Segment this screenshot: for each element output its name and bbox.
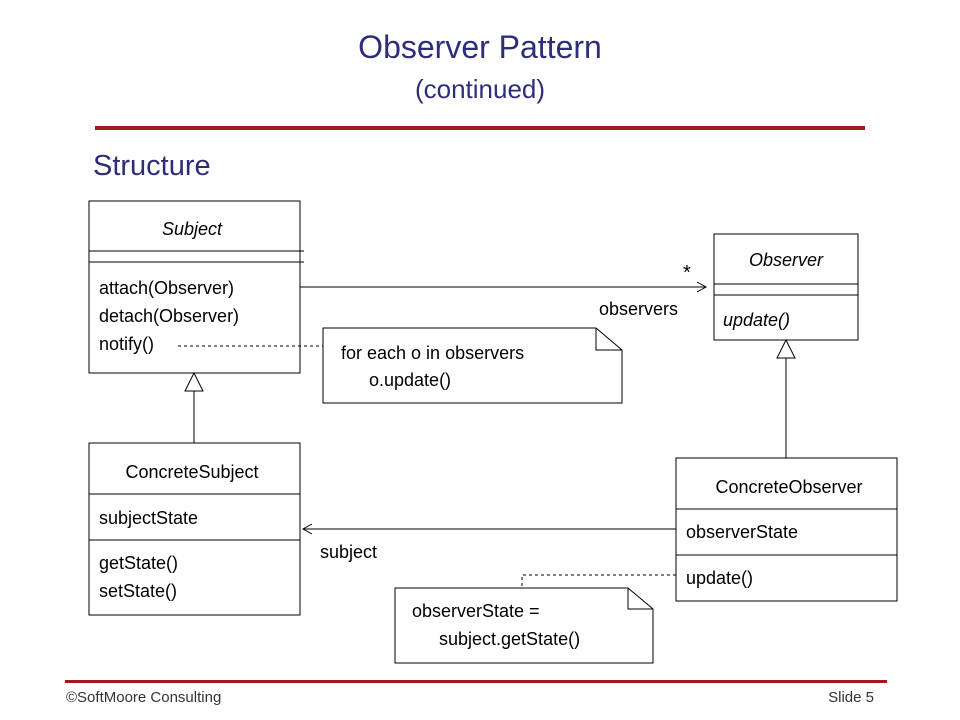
multiplicity-label: * <box>683 262 691 284</box>
class-concrete-subject-attribute: subjectState <box>99 508 198 528</box>
class-concrete-subject-method: setState() <box>99 581 177 601</box>
class-concrete-subject: ConcreteSubject subjectState getState() … <box>88 442 301 616</box>
generalization-observer <box>776 338 796 458</box>
note-update-line: observerState = <box>412 601 540 621</box>
class-concrete-observer: ConcreteObserver observerState update() <box>675 457 898 602</box>
class-subject-method: attach(Observer) <box>99 278 234 298</box>
class-concrete-observer-attribute: observerState <box>686 522 798 542</box>
note-notify-line: o.update() <box>369 370 451 390</box>
role-subject-label: subject <box>320 542 377 562</box>
slide-title: Observer Pattern <box>358 29 602 65</box>
note-update-line: subject.getState() <box>439 629 580 649</box>
class-observer: Observer update() <box>713 233 859 341</box>
class-subject-method: notify() <box>99 334 154 354</box>
class-observer-name: Observer <box>749 250 824 270</box>
association-subject: subject <box>301 523 676 562</box>
title-divider <box>95 126 865 130</box>
footer-divider <box>65 680 887 683</box>
note-update: observerState = subject.getState() <box>394 574 676 664</box>
footer-copyright: ©SoftMoore Consulting <box>66 689 222 706</box>
generalization-subject <box>184 371 204 443</box>
footer-slide-number: Slide 5 <box>828 689 874 706</box>
class-subject-name: Subject <box>162 219 223 239</box>
section-heading: Structure <box>93 150 211 182</box>
class-concrete-observer-name: ConcreteObserver <box>715 477 862 497</box>
class-subject: Subject attach(Observer) detach(Observer… <box>88 200 304 374</box>
role-observers-label: observers <box>599 299 678 319</box>
class-concrete-subject-name: ConcreteSubject <box>125 462 258 482</box>
slide-subtitle: (continued) <box>414 74 546 104</box>
note-notify: for each o in observers o.update() <box>178 327 623 404</box>
association-observers: * observers <box>300 262 708 319</box>
class-subject-method: detach(Observer) <box>99 306 239 326</box>
class-observer-method: update() <box>723 310 790 330</box>
class-concrete-subject-method: getState() <box>99 553 178 573</box>
class-concrete-observer-method: update() <box>686 568 753 588</box>
note-notify-line: for each o in observers <box>341 343 524 363</box>
